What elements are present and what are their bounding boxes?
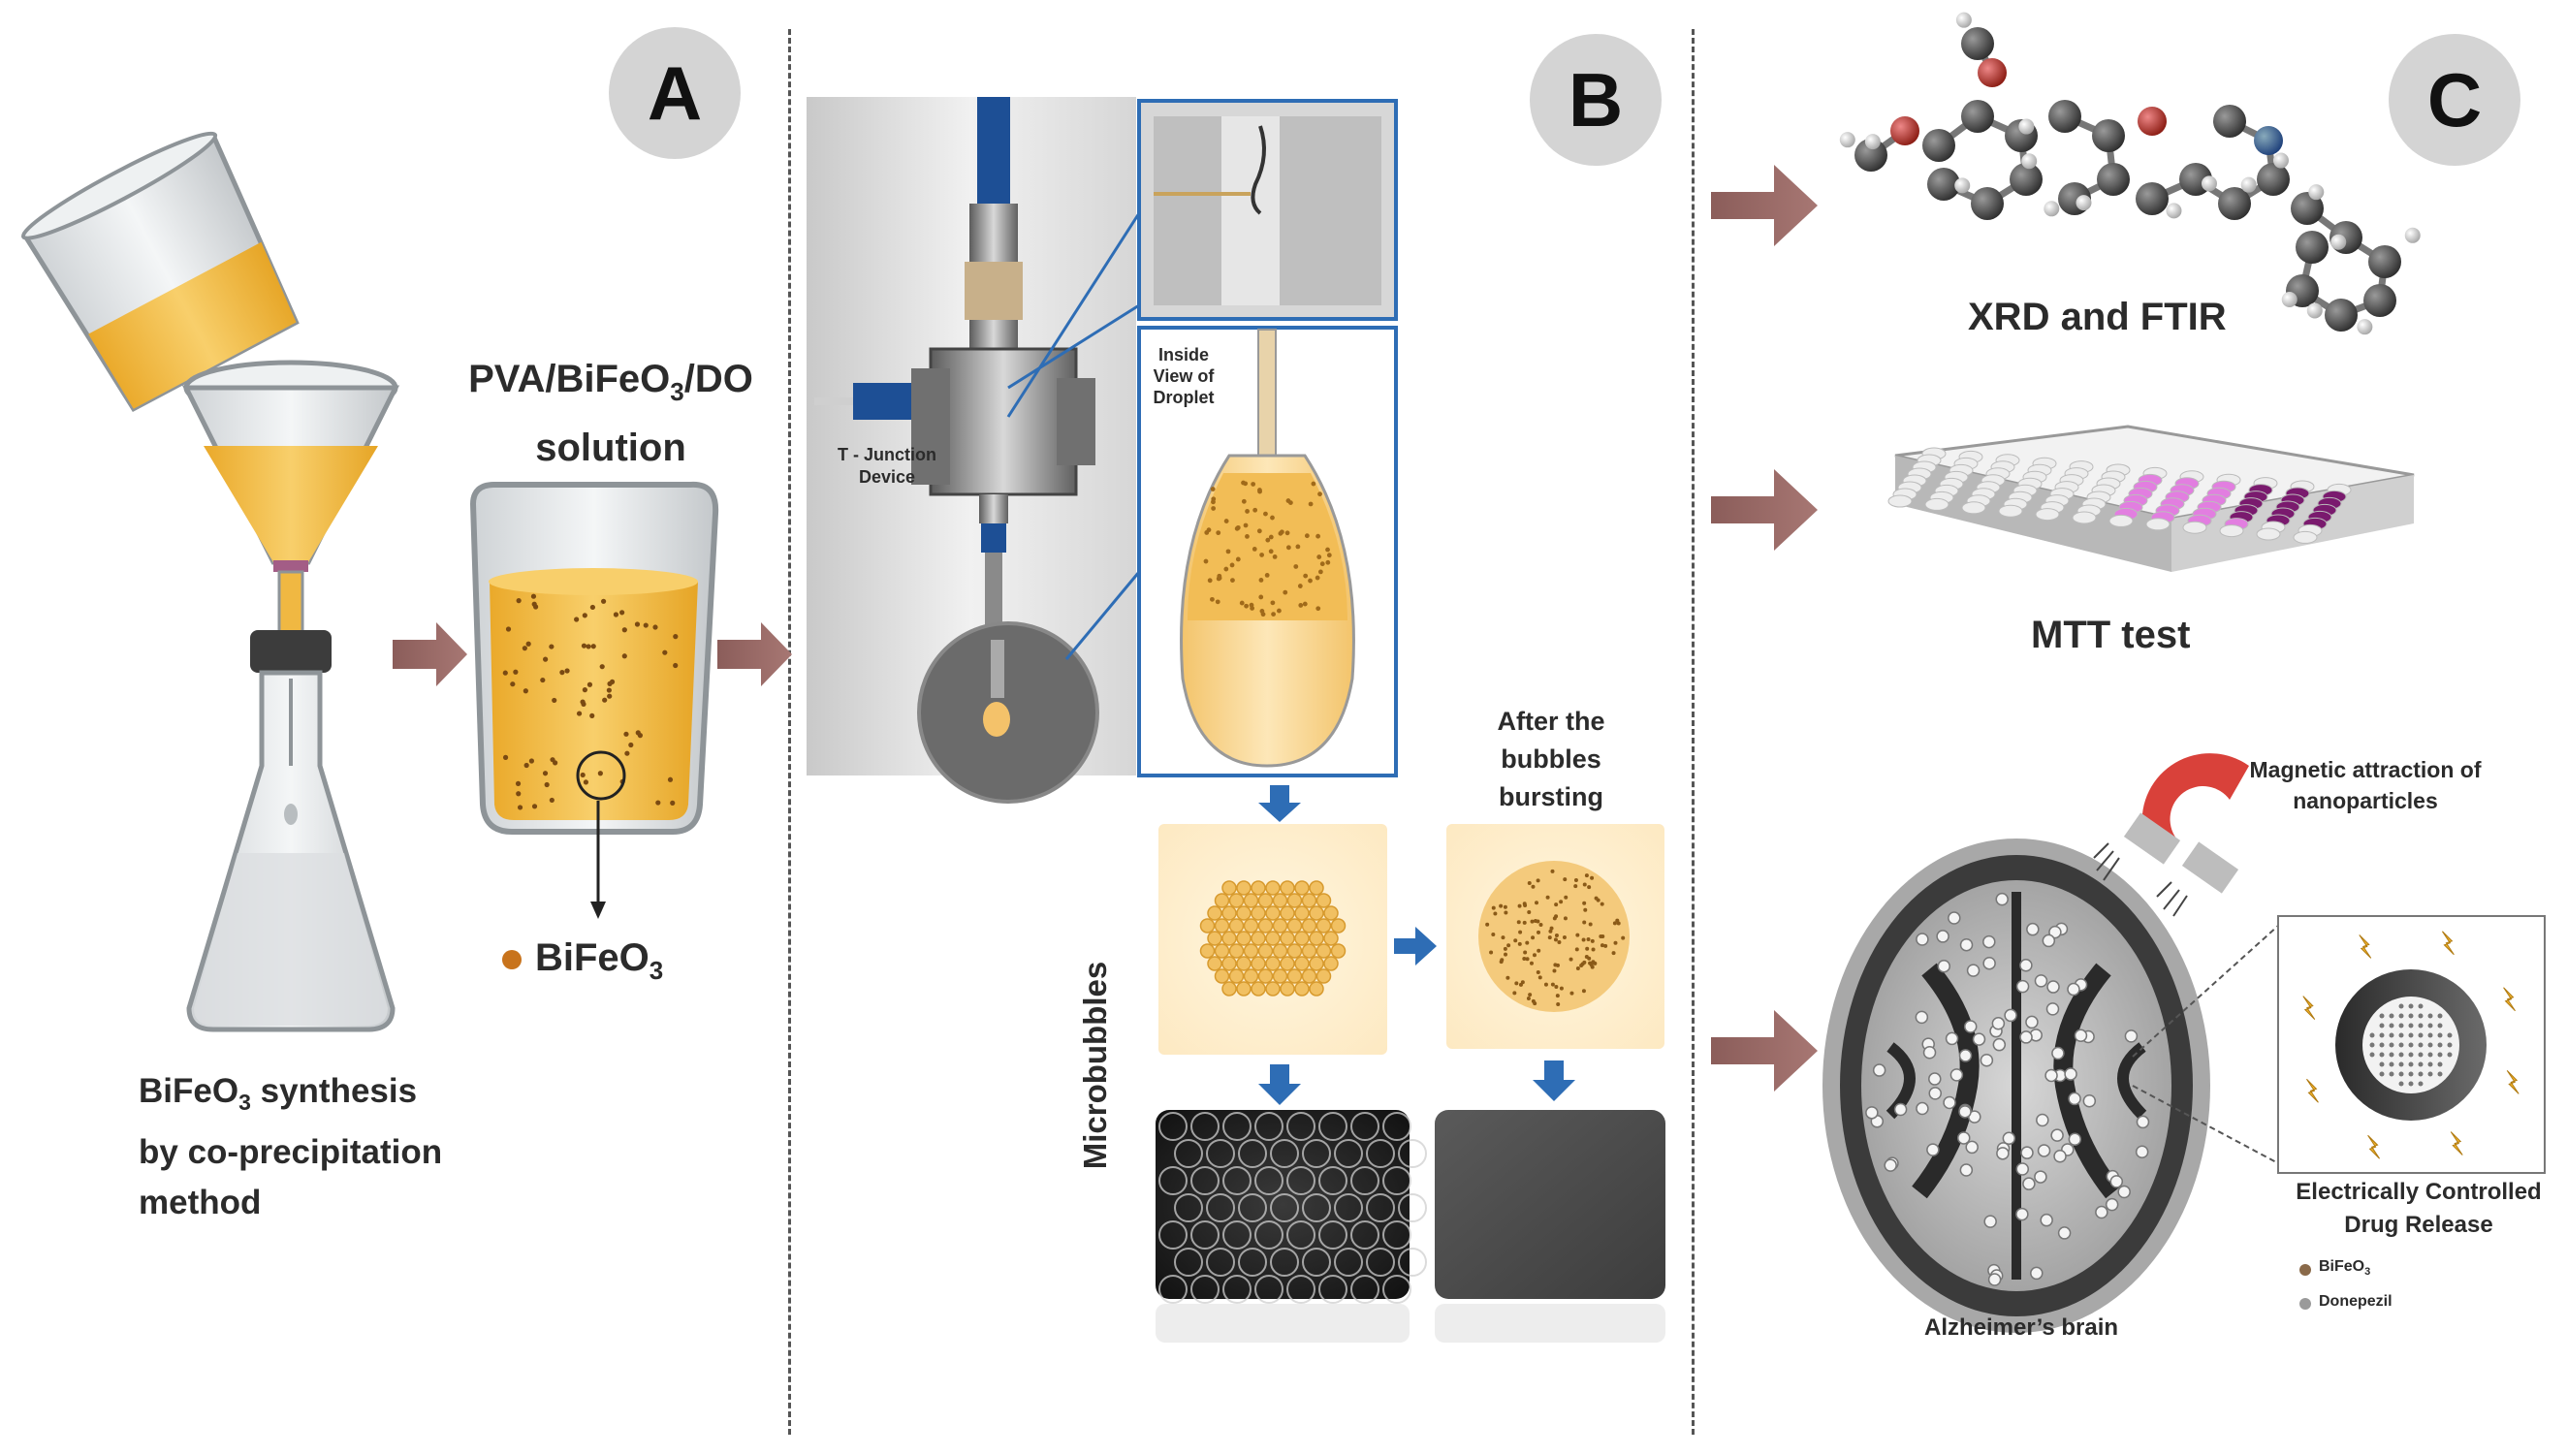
blue-arrow-down-2-icon bbox=[1258, 1064, 1301, 1105]
arrow-c-3-icon bbox=[1711, 1010, 1818, 1092]
xrd-ftir-label: XRD and FTIR bbox=[1968, 296, 2227, 338]
well-plate-icon bbox=[1887, 425, 2415, 572]
legend-bifeo3-label: BiFeO3 bbox=[2319, 1258, 2371, 1279]
legend-donepezil-label: Donepezil bbox=[2319, 1293, 2393, 1310]
t-junction-device-icon bbox=[814, 97, 1095, 717]
legend-bifeo3-dot bbox=[2299, 1264, 2311, 1276]
blue-arrow-down-1-icon bbox=[1258, 785, 1301, 822]
panel-label-c: C bbox=[2389, 34, 2520, 166]
magnet-icon bbox=[2093, 753, 2249, 917]
arrow-c-1-icon bbox=[1711, 165, 1818, 246]
arrow-a-2-icon bbox=[717, 622, 792, 686]
microbubbles-micrograph bbox=[1156, 1110, 1410, 1299]
mtt-label: MTT test bbox=[2031, 614, 2191, 656]
pouring-beaker-icon bbox=[20, 131, 300, 413]
solution-beaker-icon bbox=[469, 481, 719, 919]
legend-donepezil-dot bbox=[2299, 1298, 2311, 1310]
bifeo3-legend-label: BiFeO3 bbox=[535, 936, 664, 985]
donepezil-molecule-icon bbox=[1839, 12, 2421, 335]
filter-flask-icon bbox=[186, 630, 396, 1032]
arrow-c-2-icon bbox=[1711, 469, 1818, 551]
blue-arrow-down-3-icon bbox=[1533, 1060, 1575, 1101]
alzheimers-brain-icon bbox=[1822, 839, 2210, 1333]
burst-micrograph bbox=[1435, 1110, 1665, 1299]
divider-b-c bbox=[1692, 29, 1695, 1435]
solution-title: PVA/BiFeO3/DO solution bbox=[468, 358, 753, 469]
bifeo3-particle-icon bbox=[502, 950, 522, 969]
brain-label: Alzheimer’s brain bbox=[1924, 1314, 2119, 1341]
arrow-a-1-icon bbox=[393, 622, 467, 686]
blue-arrow-right-icon bbox=[1394, 927, 1437, 965]
junction-zoom-inset bbox=[1137, 99, 1398, 321]
inside-view-droplet-inset bbox=[1137, 326, 1398, 777]
panel-label-b: B bbox=[1530, 34, 1662, 166]
synthesis-caption: BiFeO3 synthesis by co-precipitation met… bbox=[139, 1072, 443, 1221]
nanoparticle-inset bbox=[2277, 915, 2546, 1174]
divider-a-b bbox=[788, 29, 791, 1435]
panel-label-a: A bbox=[609, 27, 741, 159]
funnel-icon bbox=[181, 360, 400, 642]
